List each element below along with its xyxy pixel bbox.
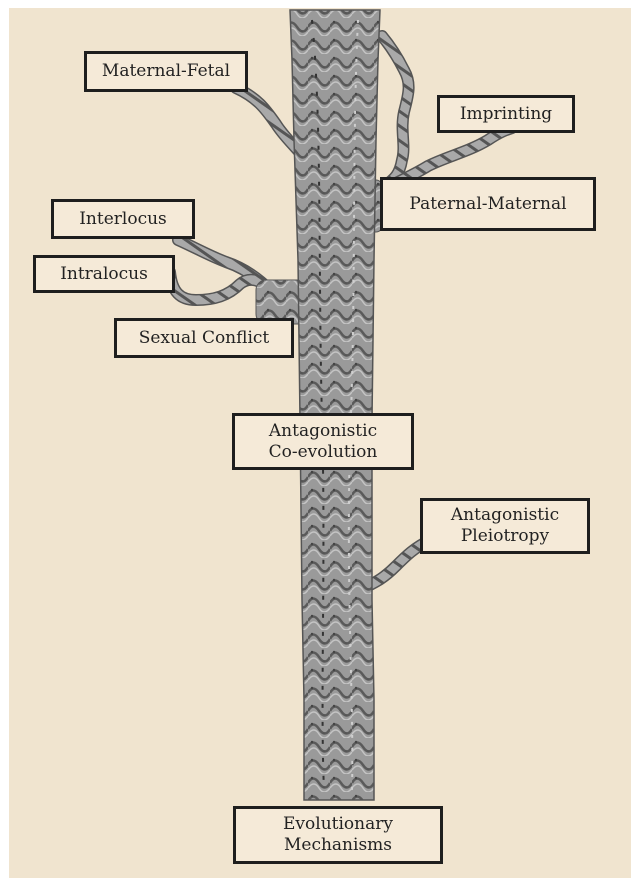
label-paternal-maternal: Paternal-Maternal <box>380 177 596 231</box>
label-maternal-fetal: Maternal-Fetal <box>84 51 248 92</box>
label-antagonistic-coevolution: Antagonistic Co-evolution <box>232 413 414 470</box>
label-sexual-conflict: Sexual Conflict <box>114 318 294 358</box>
trunk <box>290 10 380 800</box>
label-antagonistic-pleiotropy: Antagonistic Pleiotropy <box>420 498 590 554</box>
label-intralocus: Intralocus <box>33 255 175 293</box>
label-evolutionary-mechanisms: Evolutionary Mechanisms <box>233 806 443 864</box>
label-imprinting: Imprinting <box>437 95 575 133</box>
label-interlocus: Interlocus <box>51 199 195 239</box>
